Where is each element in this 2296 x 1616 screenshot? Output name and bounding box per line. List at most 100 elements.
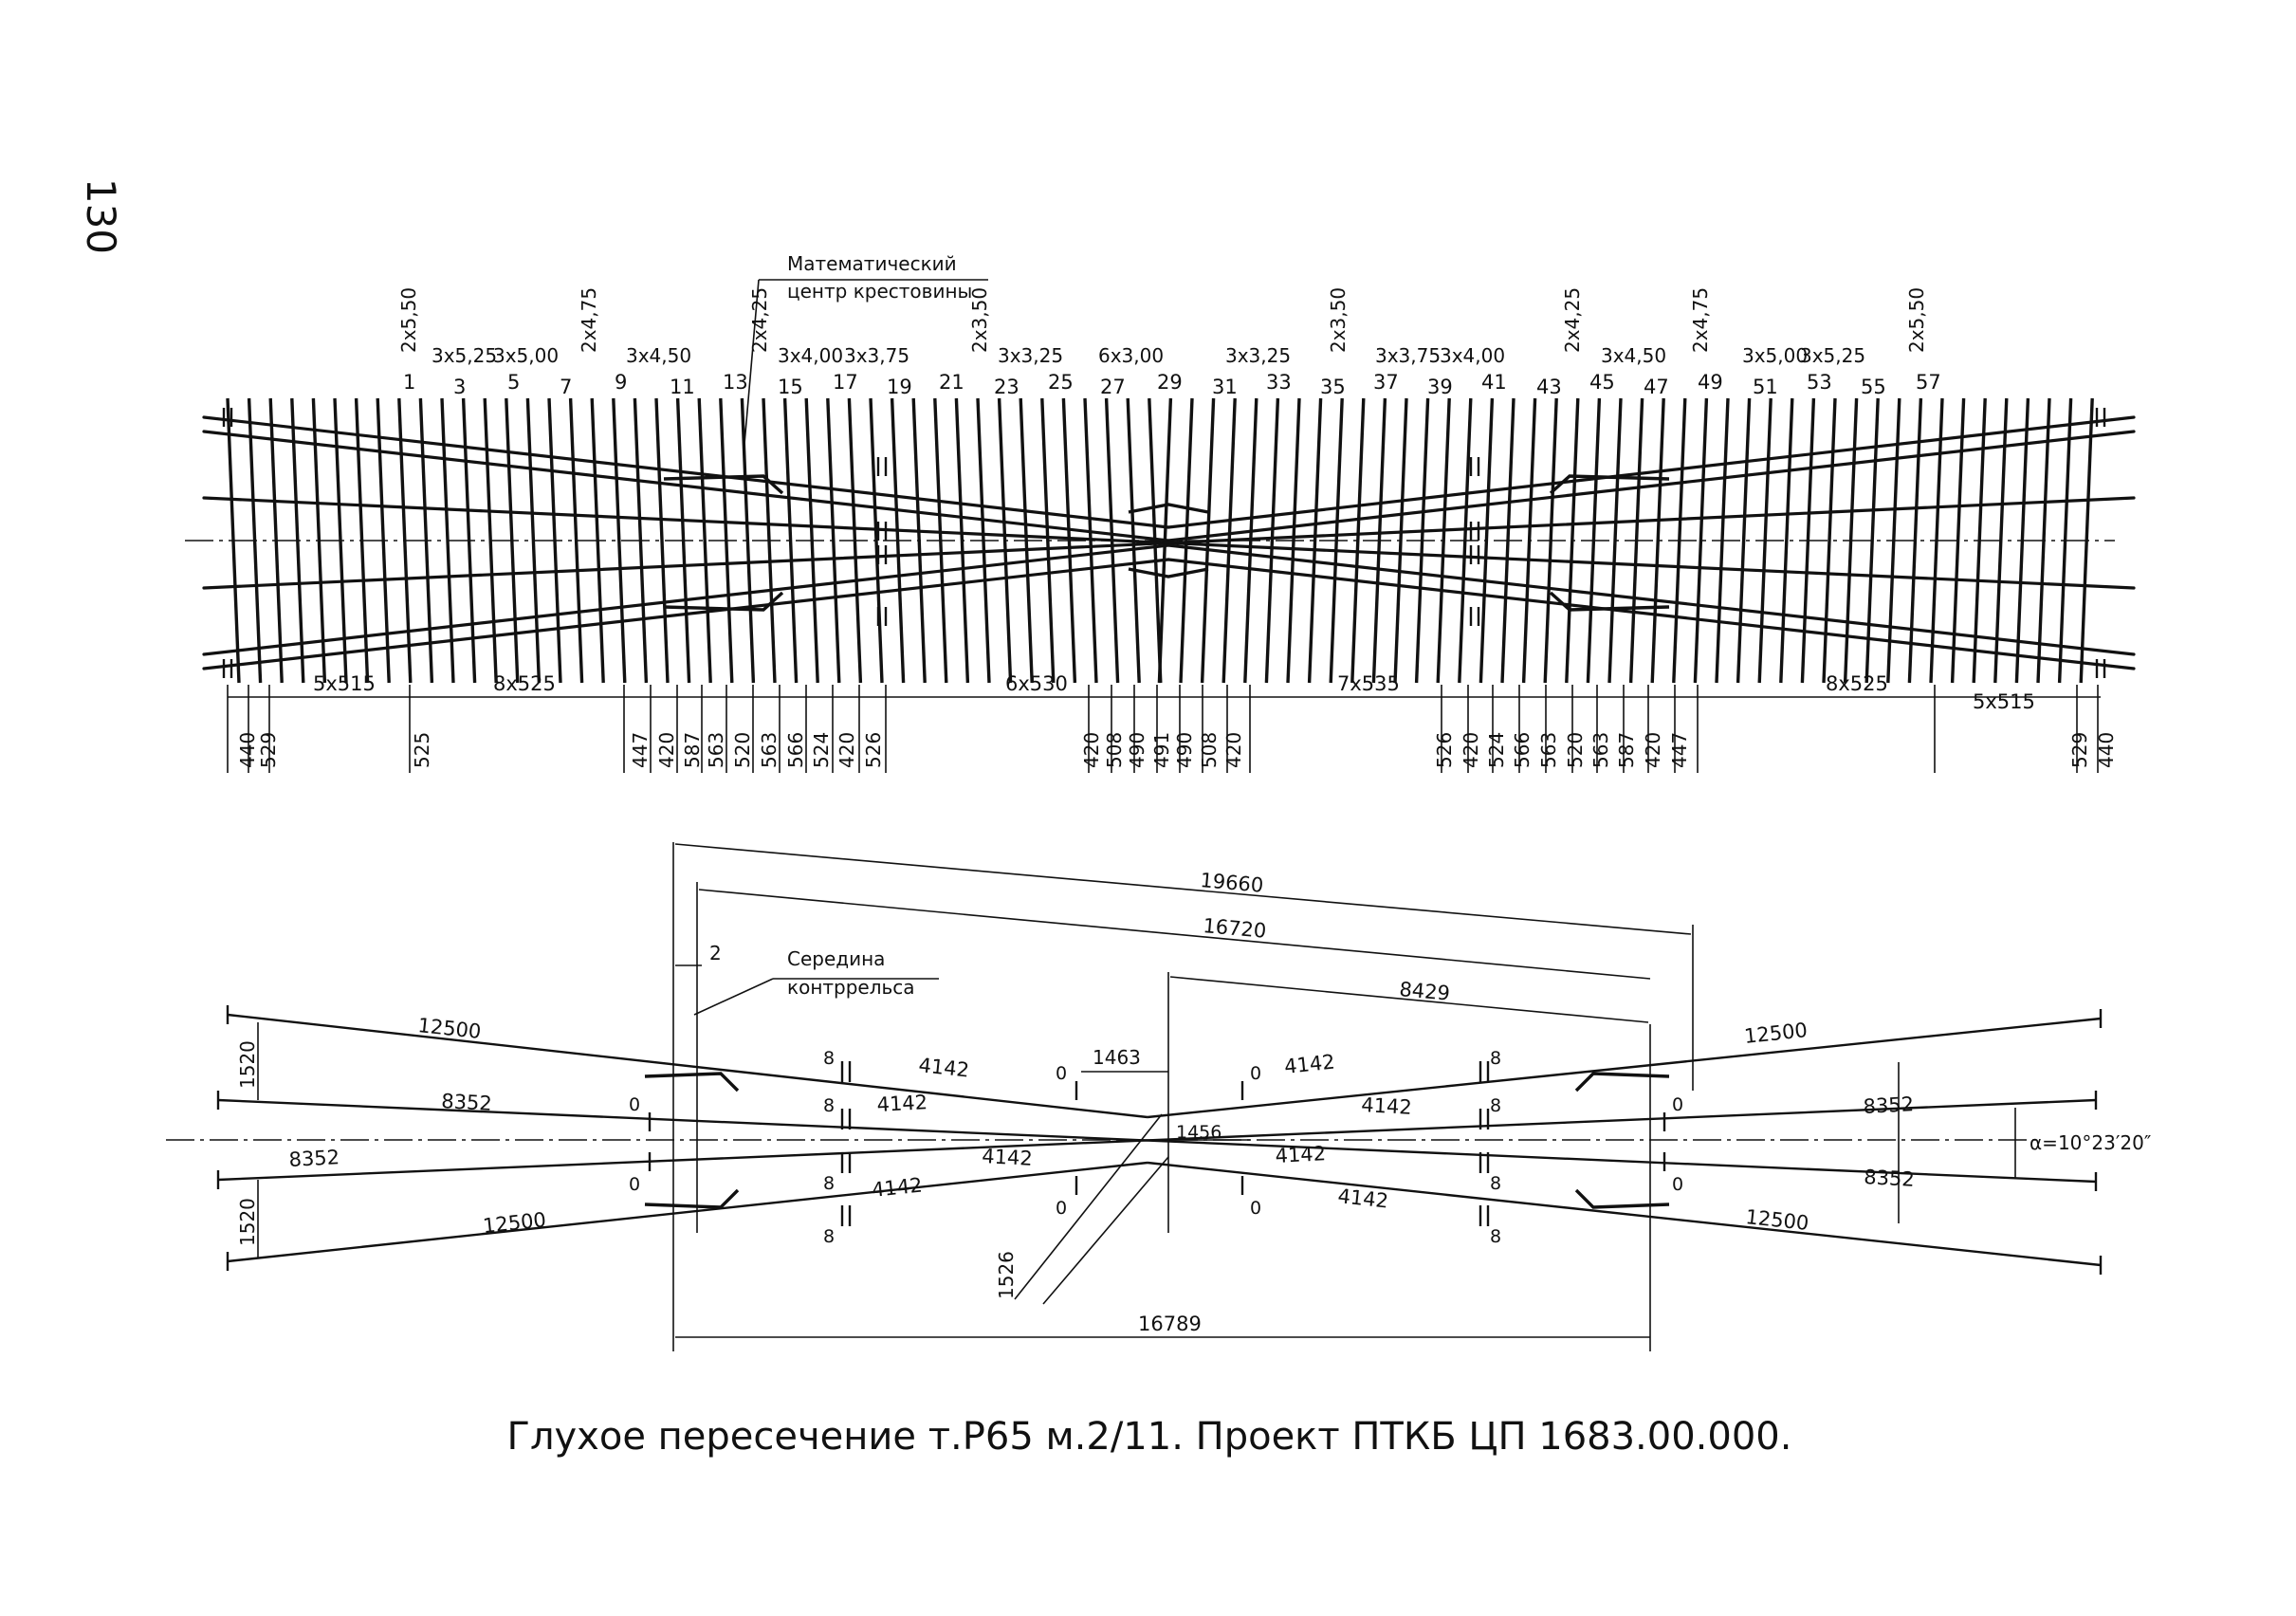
tie-number: 49 [1698, 371, 1723, 394]
sleeper [1800, 397, 1816, 684]
joint-8: 8 [1490, 1095, 1501, 1116]
tie-number: 53 [1807, 371, 1832, 394]
tie-number: 7 [560, 376, 572, 398]
mid-len-6: 4142 [1275, 1142, 1327, 1167]
sleeper [847, 397, 863, 684]
tie-group-label: 3x3,75 [1375, 344, 1441, 367]
tie-group-labels: 2x5,503x5,253x5,002x4,753x4,502x4,253x4,… [397, 287, 1928, 367]
mid-len-2: 4142 [1283, 1051, 1336, 1078]
sleeper [376, 397, 391, 684]
sleeper [911, 397, 927, 684]
guard-rail [663, 474, 784, 495]
tie-number: 29 [1157, 371, 1183, 394]
sleeper [1061, 397, 1077, 684]
sleeper [1565, 397, 1580, 684]
sleeper [547, 397, 562, 684]
sleeper [397, 397, 413, 684]
dim-1456-value: 1456 [1176, 1122, 1221, 1143]
sleeper [997, 397, 1013, 684]
joint-8: 8 [823, 1173, 835, 1194]
mid-len-4: 4142 [1361, 1093, 1413, 1119]
rail-line [202, 558, 1170, 670]
crossing-center-label-1: Математический [787, 252, 957, 275]
tie-number: 17 [833, 371, 858, 394]
spacing-value-right: 529 [2068, 732, 2091, 768]
sleeper [2057, 397, 2073, 684]
sleeper [869, 397, 884, 684]
spacing-value-right: 526 [1433, 732, 1456, 768]
inner-len-3: 8352 [1863, 1093, 1915, 1118]
spacing-group-label: 6x530 [1005, 672, 1068, 695]
guard-rail [1128, 567, 1209, 578]
rail-line [1166, 415, 2136, 529]
page-number: 130 [78, 178, 124, 254]
spacing-value-right: 420 [1642, 732, 1664, 768]
sleeper [697, 397, 712, 684]
spacing-value-left: 526 [862, 732, 885, 768]
top-plan-track-layout: Математический центр крестовины 2x5,50 3x… [185, 252, 2136, 773]
guard-note-leader [693, 978, 774, 1016]
tie-number: 57 [1916, 371, 1941, 394]
guard-rail [1549, 474, 1670, 495]
sleeper [1479, 397, 1495, 684]
sleeper [268, 397, 284, 684]
joint-0: 0 [1250, 1198, 1261, 1219]
sleeper [1736, 397, 1752, 684]
sleeper [418, 397, 434, 684]
tie-group-label: 3x4,00 [778, 344, 843, 367]
sleeper [1393, 397, 1408, 684]
outer-len-3: 12500 [482, 1208, 547, 1238]
gauge-upper-value: 1520 [236, 1040, 259, 1089]
sleeper [976, 397, 991, 684]
spacing-value-left: 520 [731, 732, 754, 768]
spacing-value-center: 491 [1150, 732, 1173, 768]
tie-group-label: 3x5,00 [493, 344, 559, 367]
sleeper [1907, 397, 1923, 684]
tie-group-label: 2x3,50 [1327, 287, 1350, 353]
spacing-value-right: 566 [1511, 732, 1534, 768]
outer-rail-upper-right [1147, 1017, 2102, 1119]
sleeper [226, 397, 241, 684]
spacing-value-left: 525 [411, 732, 433, 768]
guard-rail [1128, 503, 1209, 514]
sleeper [525, 397, 542, 684]
mid-len-1: 4142 [917, 1054, 970, 1081]
rails-group [202, 408, 2136, 698]
dim-19660-value: 19660 [1200, 869, 1265, 897]
sleeper [1543, 397, 1558, 684]
tie-number: 23 [994, 376, 1019, 398]
sleeper [762, 397, 777, 684]
tie-group-label: 2x5,50 [1905, 287, 1928, 353]
inner-rail-b [217, 1098, 2097, 1182]
spacing-value-left: 587 [681, 732, 704, 768]
dim-8429: 8429 [1169, 976, 1649, 1023]
rail-line [202, 543, 1170, 656]
rail-line [1166, 558, 2136, 670]
rail-line [202, 496, 2136, 590]
spacing-value-center: 420 [1222, 732, 1245, 768]
joint-8: 8 [823, 1226, 835, 1247]
joint-0: 0 [1672, 1174, 1683, 1195]
tie-number: 39 [1427, 376, 1453, 398]
spacing-value-center: 508 [1198, 732, 1221, 768]
sleeper [311, 397, 327, 684]
sleeper [1822, 397, 1837, 684]
dim-16720-value: 16720 [1203, 914, 1268, 943]
sleeper [247, 397, 263, 684]
sleeper [1586, 397, 1602, 684]
sleeper [1307, 397, 1323, 684]
sleeper [1019, 397, 1034, 684]
crossing-center-label-2: центр крестовины [787, 280, 972, 303]
dim-16789: 16789 [675, 1313, 1650, 1338]
tie-group-label: 3x5,25 [432, 344, 497, 367]
crossing-center-leader [744, 279, 760, 445]
rail-line [1166, 543, 2136, 656]
spacing-value-center: 490 [1173, 732, 1196, 768]
offset-value: 2 [709, 942, 722, 964]
spacing-group-label: 7x535 [1337, 672, 1400, 695]
sleeper [1436, 397, 1451, 684]
spacing-group-label: 8x525 [1826, 672, 1888, 695]
tie-number: 43 [1536, 376, 1562, 398]
